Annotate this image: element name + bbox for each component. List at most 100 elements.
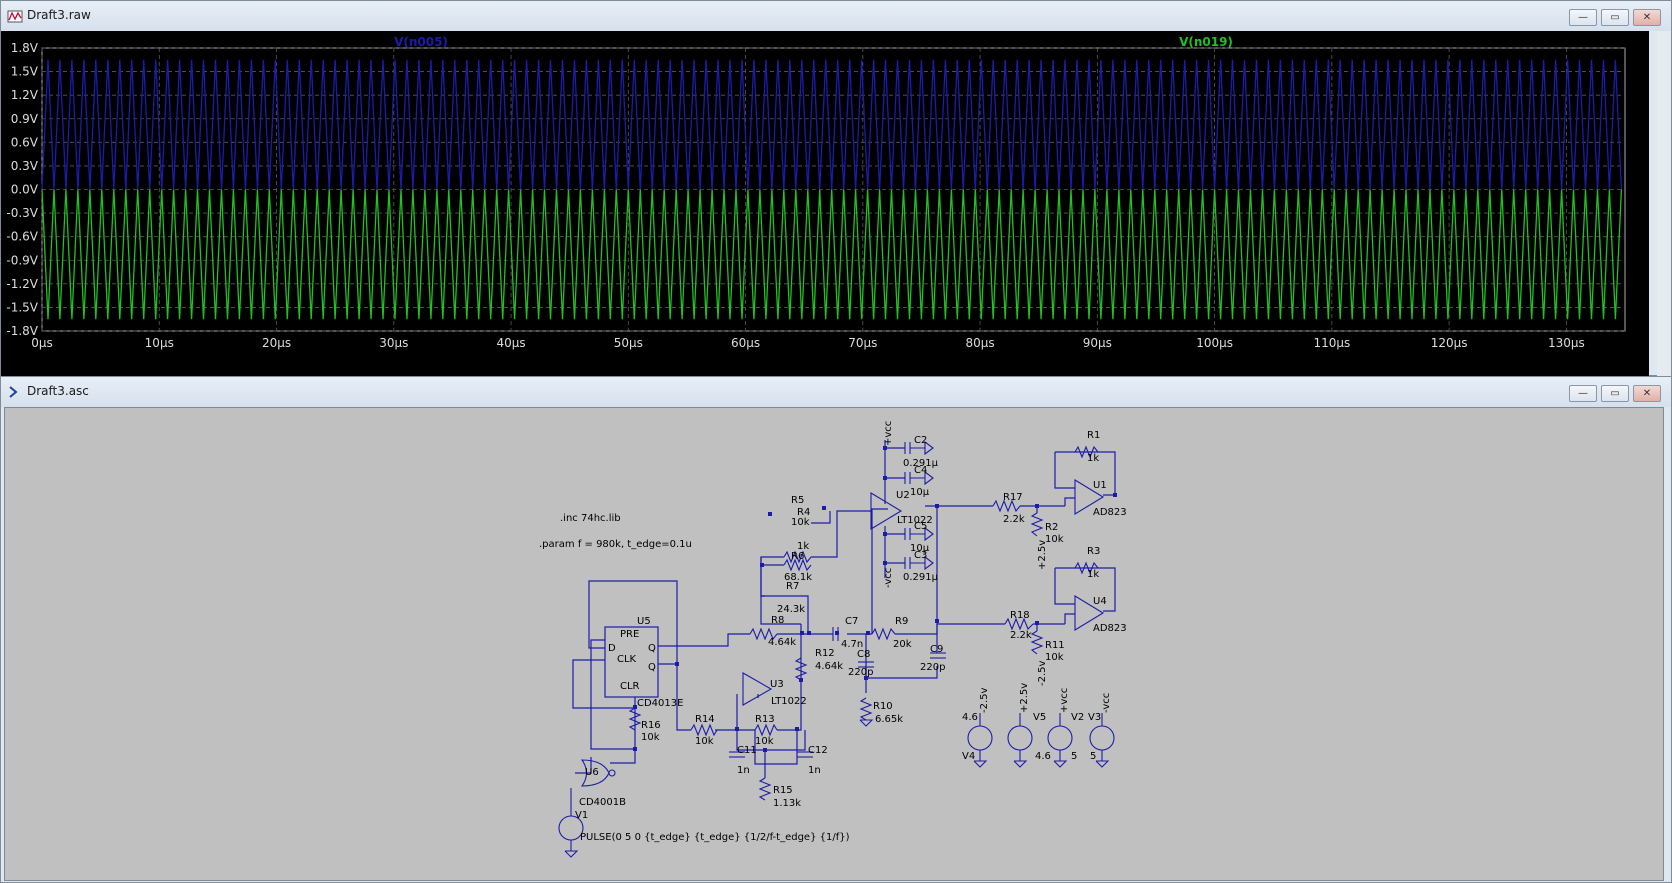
svg-text:0.291µ: 0.291µ (903, 458, 939, 469)
svg-text:C2: C2 (914, 435, 927, 446)
svg-text:R1: R1 (1087, 430, 1100, 441)
x-tick-label: 130µs (1548, 336, 1585, 350)
waveform-close-button[interactable]: ✕ (1633, 9, 1661, 26)
svg-text:R2: R2 (1045, 522, 1058, 533)
svg-text:R16: R16 (641, 720, 661, 731)
schematic-titlebar[interactable]: Draft3.asc — ▭ ✕ (1, 377, 1671, 407)
svg-text:V1: V1 (575, 810, 588, 821)
x-tick-label: 110µs (1313, 336, 1350, 350)
svg-text:4.6: 4.6 (962, 712, 978, 723)
svg-text:1k: 1k (1087, 453, 1099, 464)
svg-text:C9: C9 (930, 644, 943, 655)
schematic-close-button[interactable]: ✕ (1633, 385, 1661, 402)
series-trace-1 (41, 189, 1623, 320)
waveform-scrollbar[interactable] (1657, 31, 1671, 377)
svg-text:R8: R8 (771, 615, 784, 626)
svg-text:R14: R14 (695, 714, 715, 725)
schematic-window: Draft3.asc — ▭ ✕ (0, 376, 1672, 883)
svg-text:R18: R18 (1010, 610, 1030, 621)
svg-text:R4: R4 (797, 507, 810, 518)
y-tick-label: -1.2V (6, 277, 38, 291)
svg-text:R15: R15 (773, 785, 793, 796)
svg-text:-2.5v: -2.5v (1037, 660, 1048, 686)
schematic-minimize-button[interactable]: — (1569, 385, 1597, 402)
waveform-minimize-button[interactable]: — (1569, 9, 1597, 26)
x-tick-label: 80µs (965, 336, 994, 350)
waveform-app-icon (7, 10, 23, 23)
junctions (633, 446, 1117, 752)
svg-text:R12: R12 (815, 648, 835, 659)
pulse-spec: PULSE(0 5 0 {t_edge} {t_edge} {1/2/f-t_e… (580, 832, 850, 843)
svg-text:CLR: CLR (620, 681, 640, 692)
svg-text:2.2k: 2.2k (1010, 630, 1032, 641)
y-tick-label: -0.6V (6, 230, 38, 244)
svg-text:R6: R6 (791, 551, 804, 562)
directive-include: .inc 74hc.lib (560, 513, 621, 524)
svg-text:4.6: 4.6 (1035, 751, 1051, 762)
svg-text:C8: C8 (857, 649, 870, 660)
svg-text:10µ: 10µ (910, 543, 930, 554)
svg-text:R5: R5 (791, 495, 804, 506)
svg-text:U6: U6 (585, 767, 599, 778)
svg-text:PRE: PRE (620, 629, 639, 640)
svg-text:Q: Q (648, 662, 656, 673)
svg-text:1.13k: 1.13k (773, 798, 801, 809)
svg-text:68.1k: 68.1k (784, 572, 812, 583)
svg-text:220p: 220p (848, 667, 873, 678)
v3-source (1089, 725, 1115, 751)
schematic-maximize-button[interactable]: ▭ (1601, 385, 1629, 402)
svg-text:C11: C11 (737, 745, 757, 756)
x-tick-label: 10µs (145, 336, 174, 350)
waveform-titlebar[interactable]: Draft3.raw — ▭ ✕ (1, 1, 1671, 31)
svg-text:AD823: AD823 (1093, 507, 1127, 518)
y-tick-label: 0.9V (11, 112, 39, 126)
svg-text:U3: U3 (770, 679, 784, 690)
svg-text:4.64k: 4.64k (815, 661, 843, 672)
y-tick-label: -1.5V (6, 300, 38, 314)
waveform-chart: 1.8V1.5V1.2V0.9V0.6V0.3V0.0V-0.3V-0.6V-0… (6, 35, 1626, 350)
svg-text:4.64k: 4.64k (768, 637, 796, 648)
svg-text:R13: R13 (755, 714, 775, 725)
svg-text:+vcc: +vcc (1059, 688, 1070, 713)
y-tick-label: 1.5V (11, 65, 39, 79)
u1-opamp (1074, 479, 1105, 515)
svg-text:R3: R3 (1087, 546, 1100, 557)
x-tick-label: 0µs (31, 336, 53, 350)
svg-text:1k: 1k (797, 541, 809, 552)
svg-text:U1: U1 (1093, 480, 1107, 491)
schematic-app-icon (9, 386, 18, 398)
svg-text:D: D (608, 643, 616, 654)
svg-text:10µ: 10µ (910, 487, 930, 498)
svg-text:C3: C3 (914, 550, 927, 561)
svg-text:LT1022: LT1022 (771, 696, 807, 707)
schematic-canvas[interactable]: .inc 74hc.lib .param f = 980k, t_edge=0.… (4, 407, 1664, 881)
svg-text:Q: Q (648, 643, 656, 654)
svg-text:-vcc: -vcc (1101, 693, 1112, 713)
svg-text:5: 5 (1090, 751, 1096, 762)
svg-text:220p: 220p (920, 662, 945, 673)
svg-text:10k: 10k (1045, 652, 1064, 663)
svg-text:2.2k: 2.2k (1003, 514, 1025, 525)
svg-text:C4: C4 (914, 465, 927, 476)
svg-text:1n: 1n (737, 765, 750, 776)
waveform-maximize-button[interactable]: ▭ (1601, 9, 1629, 26)
x-tick-label: 60µs (731, 336, 760, 350)
x-tick-label: 120µs (1431, 336, 1468, 350)
y-tick-label: 0.3V (11, 159, 39, 173)
y-tick-label: 0.6V (11, 135, 39, 149)
svg-text:CLK: CLK (617, 654, 637, 665)
svg-text:U4: U4 (1093, 596, 1107, 607)
svg-text:+2.5v: +2.5v (1037, 540, 1048, 570)
svg-text:C5: C5 (914, 521, 927, 532)
svg-text:CD4001B: CD4001B (579, 797, 626, 808)
svg-text:24.3k: 24.3k (777, 604, 805, 615)
x-tick-label: 30µs (379, 336, 408, 350)
u2-opamp (870, 492, 903, 530)
series-trace-0 (41, 59, 1623, 190)
svg-text:10k: 10k (641, 732, 660, 743)
y-tick-label: 0.0V (11, 183, 39, 197)
x-tick-label: 20µs (262, 336, 291, 350)
svg-text:10k: 10k (1045, 534, 1064, 545)
